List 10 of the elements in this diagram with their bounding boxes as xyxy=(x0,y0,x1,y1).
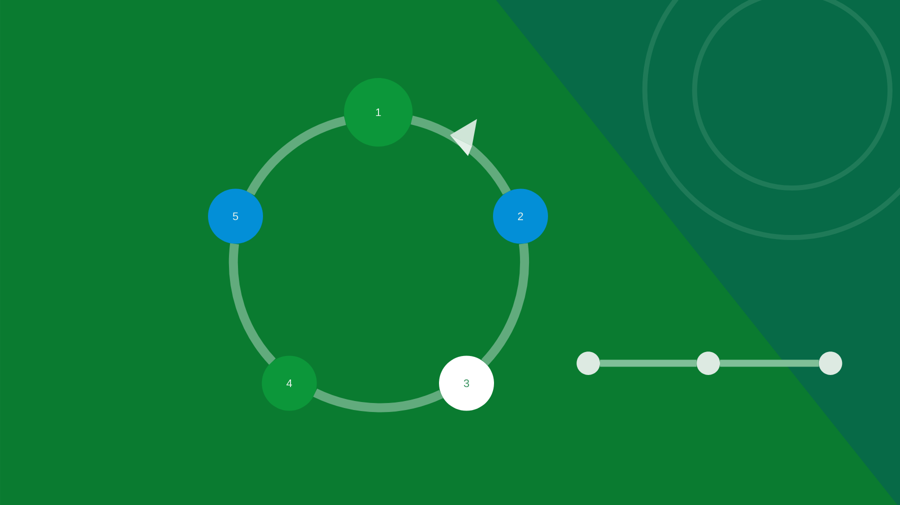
track-dot xyxy=(576,352,600,375)
ring-arc xyxy=(246,116,346,196)
ring-arc xyxy=(481,243,529,366)
connector-line xyxy=(720,360,819,367)
ring-arc xyxy=(313,388,443,412)
ring-arc xyxy=(410,116,511,195)
track-dot xyxy=(696,352,720,375)
track-dot xyxy=(818,352,842,375)
ring-arc xyxy=(228,243,276,365)
connector-line xyxy=(600,360,697,367)
